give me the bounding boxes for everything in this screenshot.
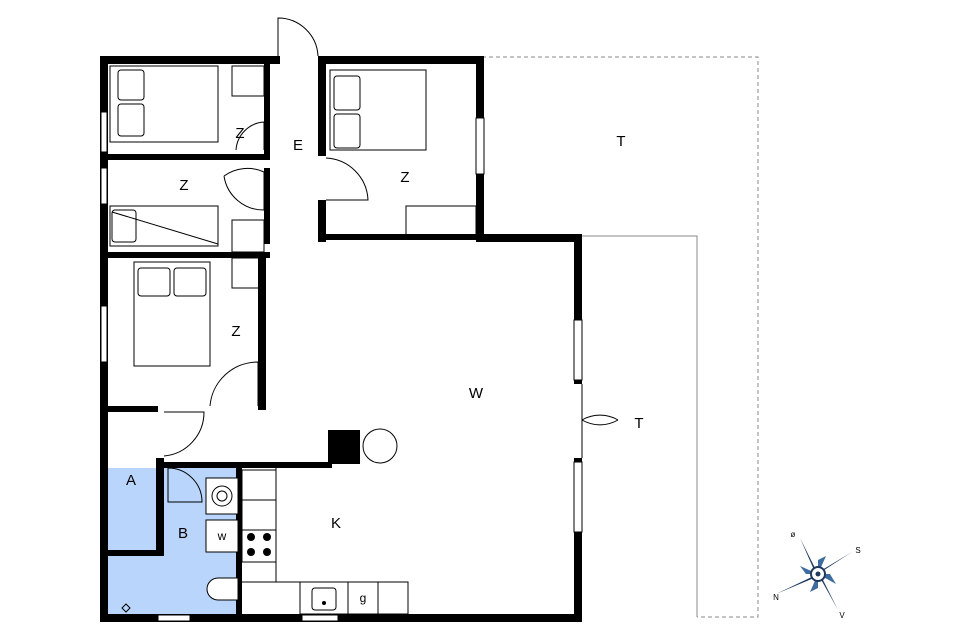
round-table [362, 428, 398, 464]
kitchen-counter [241, 468, 409, 615]
compass-label-west: V [839, 611, 845, 620]
room-label-bedroom-middle: Z [231, 323, 240, 340]
compass-label-north: N [773, 593, 779, 602]
stove-burners-icon [247, 533, 271, 556]
compass-label-south: S [855, 546, 860, 555]
room-label-bathroom: B [178, 525, 188, 542]
furniture [109, 65, 477, 367]
fireplace [328, 430, 360, 464]
room-label-terrace-right: T [634, 415, 643, 432]
interior-walls [108, 56, 482, 618]
room-label-living: W [469, 385, 484, 402]
compass-rose-icon [776, 538, 852, 610]
fixture-label-washer: w [217, 529, 227, 543]
room-label-hall: E [293, 137, 303, 154]
bathroom-fixtures [121, 477, 239, 613]
room-label-terrace-upper: T [616, 133, 625, 150]
sink-icon [322, 601, 326, 605]
windows [100, 111, 583, 622]
room-label-bedroom-top-left: Z [235, 125, 244, 142]
room-label-bunk-room: Z [179, 177, 188, 194]
doors [163, 17, 619, 503]
room-label-kitchen: K [331, 515, 341, 532]
room-label-utility: A [126, 472, 136, 489]
fixture-label-dishwasher: g [360, 591, 367, 605]
terrace-right [580, 235, 698, 617]
terrace-upper [482, 56, 759, 618]
room-label-bedroom-top-right: Z [400, 169, 409, 186]
compass-label-east: ø [791, 530, 796, 539]
